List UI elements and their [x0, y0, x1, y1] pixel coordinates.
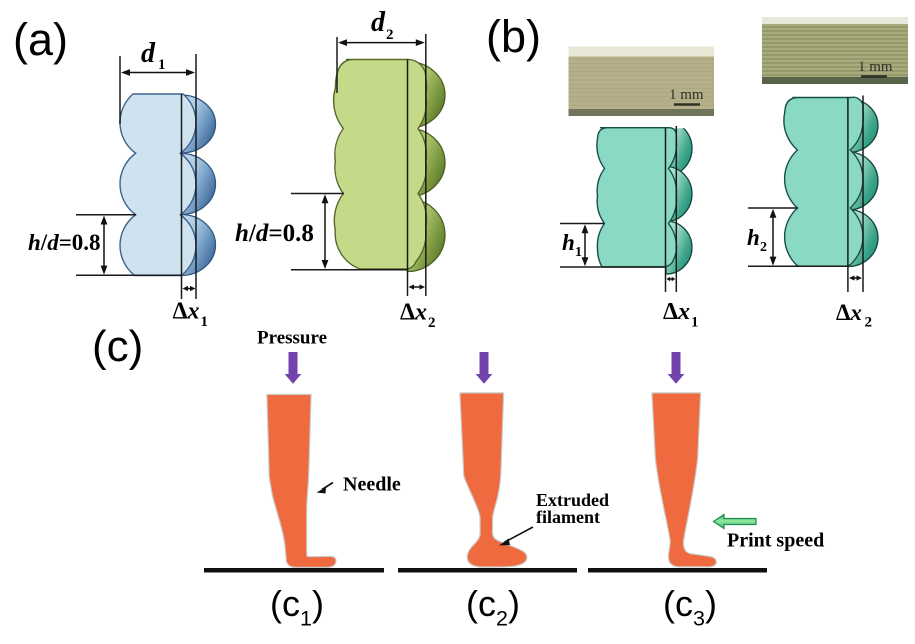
- svg-text:(c): (c): [92, 322, 143, 371]
- svg-text:h: h: [747, 225, 760, 250]
- svg-text:Δx: Δx: [400, 300, 427, 326]
- svg-text:2: 2: [386, 27, 394, 43]
- svg-text:d: d: [371, 7, 386, 38]
- svg-text:h/d=0.8: h/d=0.8: [235, 220, 314, 247]
- svg-text:Δx: Δx: [173, 299, 200, 325]
- svg-text:1: 1: [691, 315, 699, 331]
- svg-text:2: 2: [760, 240, 767, 255]
- svg-text:1: 1: [575, 245, 582, 260]
- svg-text:h/d=0.8: h/d=0.8: [28, 230, 101, 255]
- svg-text:(c1): (c1): [270, 583, 324, 631]
- svg-text:Print speed: Print speed: [727, 530, 824, 552]
- svg-text:2: 2: [428, 315, 436, 331]
- svg-text:Extruded: Extruded: [536, 490, 609, 510]
- svg-text:filament: filament: [536, 507, 600, 527]
- svg-text:2: 2: [865, 315, 873, 331]
- svg-text:Δx: Δx: [836, 300, 862, 325]
- svg-text:(c2): (c2): [466, 583, 520, 631]
- svg-text:Needle: Needle: [343, 474, 401, 496]
- svg-text:(c3): (c3): [663, 583, 717, 631]
- svg-text:Pressure: Pressure: [257, 328, 327, 349]
- svg-text:1 mm: 1 mm: [858, 59, 893, 75]
- svg-text:(b): (b): [486, 11, 541, 62]
- svg-text:1: 1: [158, 57, 166, 73]
- svg-text:1 mm: 1 mm: [669, 87, 704, 103]
- svg-text:1: 1: [201, 314, 209, 330]
- svg-text:d: d: [141, 38, 156, 69]
- svg-text:Δx: Δx: [663, 299, 690, 325]
- svg-text:(a): (a): [13, 14, 68, 65]
- svg-text:h: h: [562, 230, 575, 255]
